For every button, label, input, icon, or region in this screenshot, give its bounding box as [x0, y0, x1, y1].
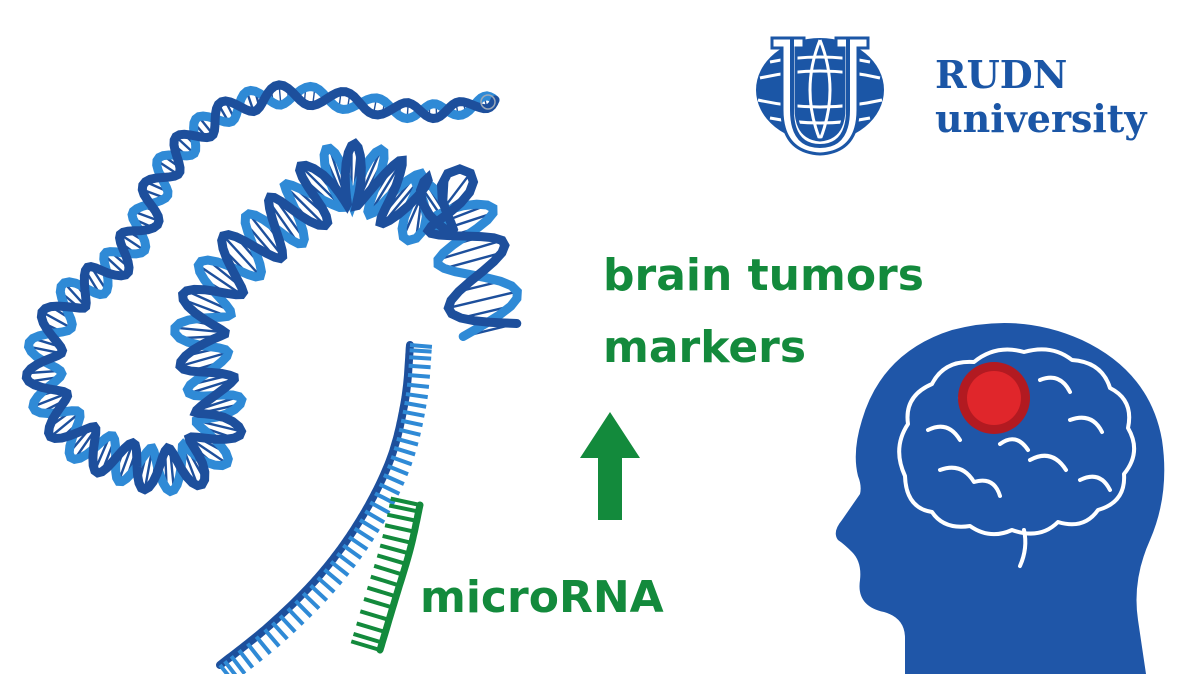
microrna-label: microRNA	[420, 572, 664, 623]
head-brain-icon	[835, 322, 1200, 674]
markers-line2: markers	[603, 322, 806, 373]
microrna-strand-icon	[350, 496, 424, 654]
rudn-logo: RUDN university	[756, 36, 1147, 156]
up-arrow-icon	[580, 412, 640, 520]
rna-strand-icon	[216, 341, 433, 674]
rudn-emblem-icon	[756, 36, 884, 156]
dna-helix-icon	[21, 80, 522, 497]
markers-line1: brain tumors	[603, 250, 924, 301]
logo-subtitle: university	[935, 96, 1147, 141]
tumor-icon	[958, 362, 1030, 434]
logo-title: RUDN	[935, 52, 1067, 97]
